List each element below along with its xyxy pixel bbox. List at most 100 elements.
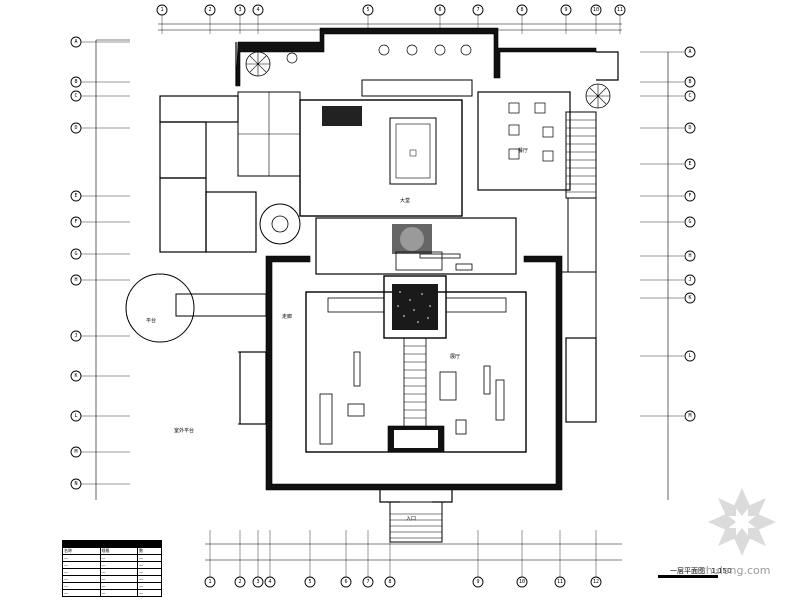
grid-bubble-left-G-label: G: [74, 251, 77, 257]
grid-bubble-top-4-label: 4: [256, 7, 259, 13]
entrance-steps: [390, 513, 442, 539]
label-lobby: 大堂: [400, 197, 410, 204]
grid-bubble-bottom-3-label: 3: [256, 579, 259, 585]
legend-cell: —: [137, 554, 162, 562]
grid-bubble-top-11-label: 11: [617, 7, 623, 13]
watermark-text: zhulong.com: [700, 564, 771, 577]
furniture: [245, 44, 611, 445]
grid-bubble-left-N: N: [70, 478, 82, 490]
legend-cell: —: [62, 568, 101, 576]
grid-bubble-right-G-label: G: [688, 219, 691, 225]
grid-bubble-left-N-label: N: [74, 481, 77, 487]
legend-cell: 名称: [62, 547, 101, 555]
grid-bubble-bottom-8-label: 8: [388, 579, 391, 585]
grid-bubble-right-A-label: A: [688, 49, 691, 55]
right-stair-treads: [566, 119, 596, 193]
grid-bubble-left-H: H: [70, 274, 82, 286]
grid-bubble-bottom-10-label: 10: [519, 579, 525, 585]
legend-cell: —: [99, 568, 139, 576]
grid-bubble-right-M: M: [684, 410, 696, 422]
room-labels: 大堂 餐厅 展厅 走廊 入口 平台 室外平台: [146, 147, 528, 522]
legend-cell: —: [99, 582, 139, 590]
legend-row: 名称规格数: [62, 547, 162, 555]
grid-bubble-left-C: C: [70, 90, 82, 102]
grid-bubble-top-9-label: 9: [564, 7, 567, 13]
label-restaurant: 餐厅: [518, 147, 528, 154]
grid-bubble-bottom-7-label: 7: [366, 579, 369, 585]
grid-bubble-top-1-label: 1: [160, 7, 163, 13]
legend-cell: —: [62, 582, 101, 590]
grid-bubble-bottom-1-label: 1: [208, 579, 211, 585]
legend-cell: —: [99, 575, 139, 583]
grid-bubble-right-B-label: B: [688, 79, 691, 85]
legend-cell: 规格: [99, 547, 139, 555]
legend-cell: —: [137, 589, 162, 597]
grid-bubble-left-E: E: [70, 190, 82, 202]
grid-bubble-left-K: K: [70, 370, 82, 382]
dimension-lines: [95, 23, 669, 561]
label-platform: 平台: [146, 317, 156, 324]
grid-bubble-right-D-label: D: [688, 125, 691, 131]
grid-bubble-bottom-2-label: 2: [238, 579, 241, 585]
grid-bubble-top-7: 7: [472, 4, 484, 16]
grid-bubble-right-B: B: [684, 76, 696, 88]
grid-bubble-right-F-label: F: [688, 193, 691, 199]
legend-row: ———: [62, 589, 162, 597]
title-underline: [658, 575, 718, 578]
grid-bubble-bottom-7: 7: [362, 576, 374, 588]
grid-bubble-left-B-label: B: [74, 79, 77, 85]
grid-bubble-bottom-9-label: 9: [476, 579, 479, 585]
drawing-title: 一层平面图: [670, 567, 705, 575]
grid-bubble-left-A-label: A: [74, 39, 77, 45]
grid-bubble-left-G: G: [70, 248, 82, 260]
grid-bubble-bottom-3: 3: [252, 576, 264, 588]
center-stair-treads: [404, 345, 426, 419]
grid-bubble-right-H-label: H: [688, 253, 691, 259]
grid-bubble-left-H-label: H: [74, 277, 77, 283]
label-outdoor-area: 室外平台: [174, 427, 194, 434]
grid-bubble-right-L: L: [684, 350, 696, 362]
legend-cell: —: [62, 554, 101, 562]
legend-body: 名称规格数——————————————————: [62, 547, 162, 597]
grid-bubble-right-K-label: K: [688, 295, 691, 301]
grid-bubble-top-4: 4: [252, 4, 264, 16]
grid-bubble-top-9: 9: [560, 4, 572, 16]
grid-bubble-top-1: 1: [156, 4, 168, 16]
legend-row: ———: [62, 575, 162, 583]
grid-bubble-top-2-label: 2: [208, 7, 211, 13]
grid-bubble-left-L: L: [70, 410, 82, 422]
legend-header-bar: [62, 540, 162, 548]
legend-row: ———: [62, 554, 162, 562]
grid-bubble-left-C-label: C: [74, 93, 77, 99]
grid-bubble-left-J: J: [70, 330, 82, 342]
grid-bubble-right-E: E: [684, 158, 696, 170]
legend-cell: —: [137, 575, 162, 583]
legend-cell: —: [62, 561, 101, 569]
grid-bubble-bottom-5: 5: [304, 576, 316, 588]
grid-bubble-left-E-label: E: [74, 193, 77, 199]
label-exhibition: 展厅: [450, 354, 460, 360]
grid-bubble-left-J-label: J: [74, 333, 77, 339]
grid-bubble-bottom-4-label: 4: [268, 579, 271, 585]
watermark-logo-icon: [708, 488, 776, 556]
grid-bubble-right-L-label: L: [688, 353, 691, 359]
grid-bubble-top-3: 3: [234, 4, 246, 16]
grid-bubble-top-2: 2: [204, 4, 216, 16]
grid-bubble-bottom-9: 9: [472, 576, 484, 588]
grid-bubble-top-5-label: 5: [366, 7, 369, 13]
legend-cell: —: [62, 575, 101, 583]
legend-table: 名称规格数——————————————————: [62, 540, 162, 597]
grid-bubble-top-6-label: 6: [438, 7, 441, 13]
grid-bubble-left-D-label: D: [74, 125, 77, 131]
legend-cell: —: [99, 589, 139, 597]
grid-bubble-right-A: A: [684, 46, 696, 58]
grid-bubble-top-8: 8: [516, 4, 528, 16]
legend-cell: —: [137, 561, 162, 569]
title-block: 一层平面图 1:150: [658, 566, 731, 578]
grid-bubble-bottom-2: 2: [234, 576, 246, 588]
